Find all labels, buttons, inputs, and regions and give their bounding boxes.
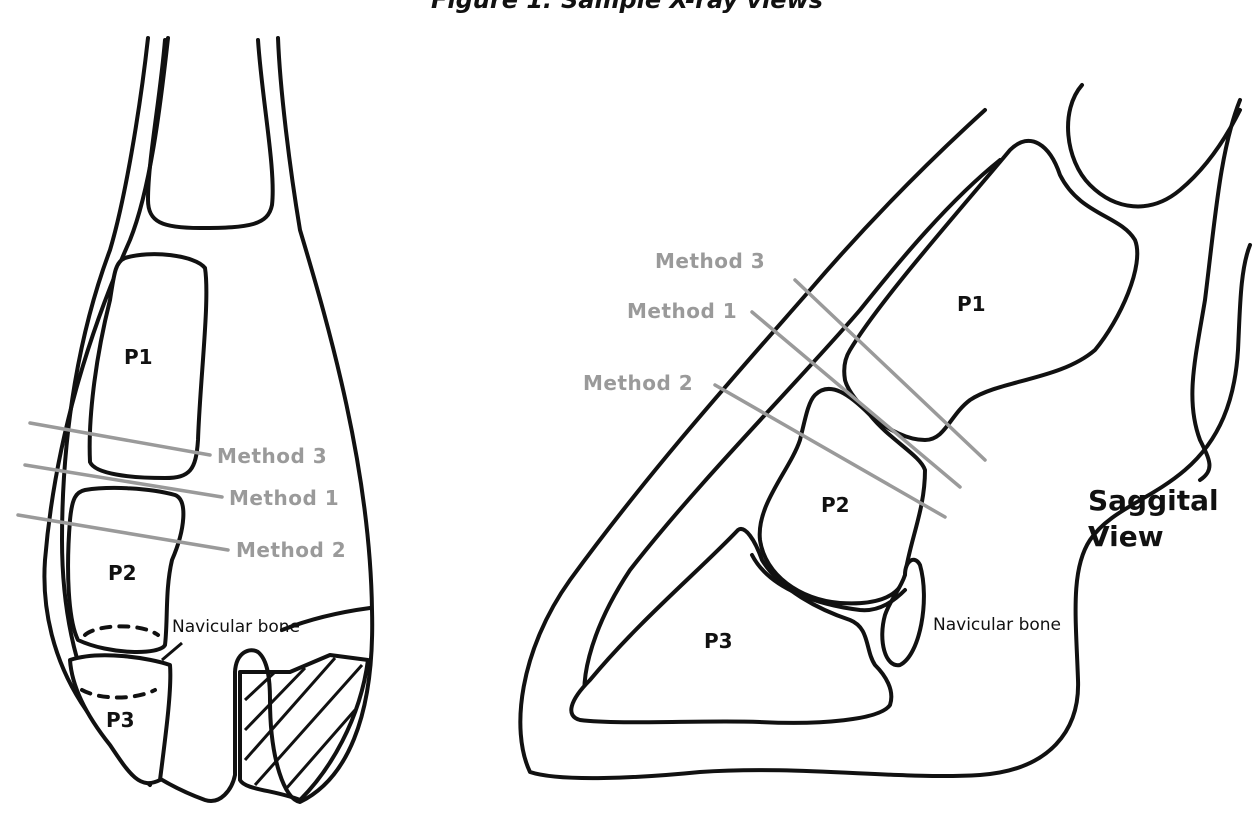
front-method1-label: Method 1: [229, 486, 339, 510]
sagittal-p1-label: P1: [957, 292, 986, 316]
front-p3-label: P3: [106, 708, 135, 732]
sagittal-pastern: [1192, 100, 1240, 480]
cannon-bone: [148, 40, 273, 228]
sagittal-view-label-line1: Saggital: [1088, 484, 1219, 517]
sagittal-p3-label: P3: [704, 629, 733, 653]
front-method2-label: Method 2: [236, 538, 346, 562]
sagittal-navicular-label: Navicular bone: [933, 615, 1061, 635]
front-p1-label: P1: [124, 345, 153, 369]
sagittal-cannon-bone: [1068, 85, 1240, 206]
front-p2-label: P2: [108, 561, 137, 585]
front-navicular-label: Navicular bone: [172, 617, 300, 637]
front-hatched-frog: [240, 655, 368, 800]
sagittal-method1-label: Method 1: [627, 299, 737, 323]
sagittal-p2-label: P2: [821, 493, 850, 517]
front-view: P1 P2 P3 Method 3 Method 1 Method 2 Navi…: [18, 38, 372, 802]
sagittal-method3-label: Method 3: [655, 249, 765, 273]
sagittal-method2-label: Method 2: [583, 371, 693, 395]
sagittal-view-label-line2: View: [1088, 520, 1164, 553]
sagittal-view: P1 P2 P3 Method 3 Method 1 Method 2 Navi…: [520, 85, 1250, 778]
front-method3-label: Method 3: [217, 444, 327, 468]
